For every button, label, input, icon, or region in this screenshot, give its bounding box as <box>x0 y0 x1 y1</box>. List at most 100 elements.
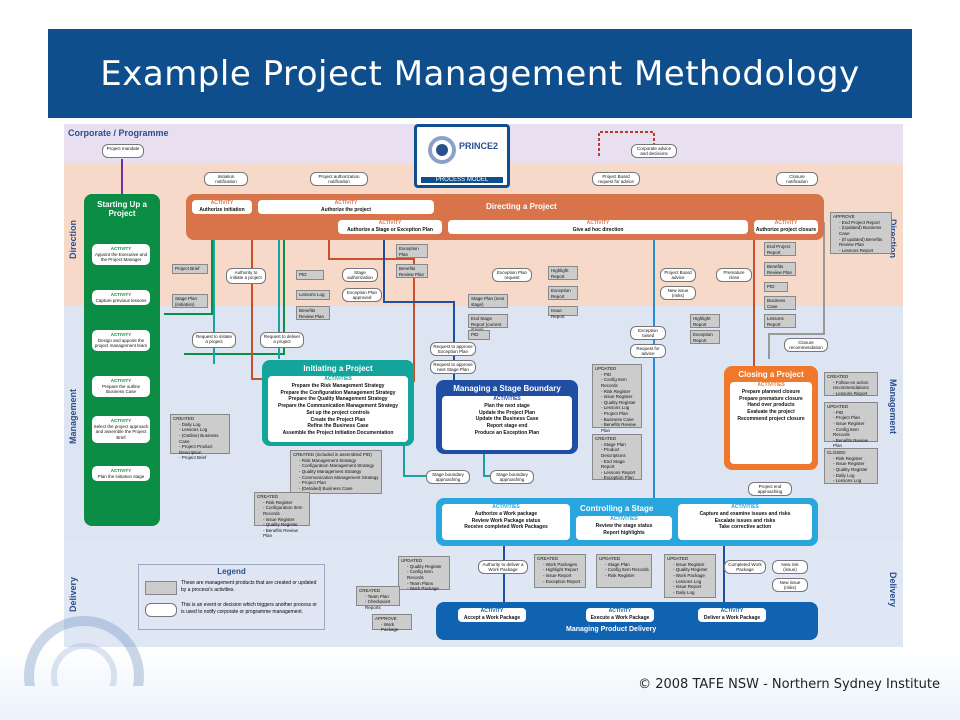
activities-heading: ACTIVITIES <box>493 396 521 402</box>
activity-heading: ACTIVITY <box>110 332 132 337</box>
product-updated-cp: UPDATEDPIDProject PlanIssue RegisterConf… <box>824 402 878 448</box>
product-approve-d: APPROVEWork Package <box>372 614 412 632</box>
sp-act-approach[interactable]: ACTIVITY Select the project approach and… <box>92 416 150 443</box>
ip-act[interactable]: Set up the project controls <box>306 409 370 416</box>
cs-act[interactable]: Take corrective action <box>718 524 772 531</box>
sb-act[interactable]: Produce an Exception Plan <box>474 429 540 436</box>
logo-name: PRINCE2 <box>459 141 499 151</box>
sb-act[interactable]: Update the Project Plan <box>478 409 536 416</box>
starting-up-title: Starting Up a Project <box>97 200 147 218</box>
ip-act[interactable]: Prepare the Configuration Management Str… <box>280 389 396 396</box>
mp-act-deliver[interactable]: ACTIVITY Deliver a Work Package <box>698 608 766 622</box>
dp-act-label: Give ad hoc direction <box>572 226 624 233</box>
sb-act[interactable]: Report stage end <box>486 423 528 429</box>
sp-act-lessons[interactable]: ACTIVITY Capture previous lessons <box>92 290 150 306</box>
cs-act[interactable]: Report highlights <box>603 529 645 536</box>
sb-act[interactable]: Plan the next stage <box>484 402 530 409</box>
cp-act[interactable]: Prepare planned closure <box>741 388 801 395</box>
cp-act[interactable]: Hand over products <box>747 402 795 409</box>
ip-act[interactable]: Prepare the Quality Management Strategy <box>288 396 388 403</box>
new-issue-2: New issue (risks) <box>772 578 808 592</box>
cs-activities-mid: ACTIVITIES Review the stage status Repor… <box>576 516 672 540</box>
dp-act-label: Authorize project closure <box>755 226 817 233</box>
cs-act[interactable]: Authorize a Work package <box>474 510 538 517</box>
corporate-advice: Corporate advice and decisions <box>631 144 677 158</box>
product-project-brief: Project Brief <box>172 264 208 274</box>
cs-act[interactable]: Review Work Package status <box>471 517 541 524</box>
ip-act[interactable]: Refine the Business Case <box>307 423 369 430</box>
cp-act[interactable]: Evaluate the project <box>747 409 795 415</box>
product-created-sp: CREATEDDaily LogLessons Log(Outline) Bus… <box>170 414 230 460</box>
activity-heading: ACTIVITY <box>110 246 132 251</box>
closing-a-project: Closing a Project ACTIVITIES Prepare pla… <box>724 366 818 470</box>
copyright: © 2008 TAFE NSW - Northern Sydney Instit… <box>638 677 940 692</box>
closing-activities: ACTIVITIES Prepare planned closure Prepa… <box>730 382 812 464</box>
sp-act-team[interactable]: ACTIVITY Design and appoint the project … <box>92 330 150 351</box>
authority-deliver-wp: Authority to deliver a Work Package <box>478 560 528 574</box>
product-created-cp: CREATEDFollow-on action recommendationsL… <box>824 372 878 396</box>
ip-act[interactable]: Create the Project Plan <box>310 416 366 423</box>
cs-act[interactable]: Capture and examine issues and risks <box>699 510 791 517</box>
activity-heading: ACTIVITY <box>110 378 132 383</box>
cp-act[interactable]: Recommend project closure <box>737 415 805 422</box>
legend-grey-swatch <box>145 581 177 595</box>
stage-boundary-approaching-1: Stage boundary approaching <box>426 470 470 484</box>
request-approve-exception: Request to approve Exception Plan <box>430 342 476 356</box>
dp-act-authorize-project[interactable]: ACTIVITY Authorize the project <box>258 200 434 214</box>
sb-act[interactable]: Update the Business Case <box>475 416 539 423</box>
request-to-initiate: Request to initiate a project <box>192 332 236 348</box>
dp-act-ad-hoc[interactable]: ACTIVITY Give ad hoc direction <box>448 220 748 234</box>
product-benefits-plan: Benefits Review Plan <box>296 306 330 320</box>
dp-act-authorize-initiation[interactable]: ACTIVITY Authorize initiation <box>192 200 252 214</box>
title-bar: Example Project Management Methodology <box>48 29 912 118</box>
activity-heading: ACTIVITY <box>334 200 358 206</box>
green-feed-1 <box>164 219 213 315</box>
orange-init <box>251 220 264 380</box>
product-created-sb: CREATEDStage PlanProduct DescriptionsEnd… <box>592 434 642 480</box>
product-updated-sb: UPDATEDPIDConfig Item RecordsRisk Regist… <box>592 364 642 433</box>
ip-act[interactable]: Assemble the Project Initiation Document… <box>282 430 394 436</box>
prince2-watermark-icon <box>24 616 144 686</box>
activity-heading: ACTIVITY <box>110 418 132 423</box>
closing-title: Closing a Project <box>738 370 804 379</box>
sp-act-plan-initiation[interactable]: ACTIVITY Plan the initiation stage <box>92 466 150 482</box>
product-updated-d3: UPDATEDIssue RegisterQuality RegisterWor… <box>664 554 716 598</box>
sp-act-appoint[interactable]: ACTIVITY Appoint the Executive and the P… <box>92 244 150 265</box>
cs-act[interactable]: Review the stage status <box>595 522 653 529</box>
product-exception-report: Exception Report <box>548 286 578 300</box>
request-to-deliver: Request to deliver a project <box>260 332 304 348</box>
cs-activities-left: ACTIVITIES Authorize a Work package Revi… <box>442 504 570 540</box>
sp-act-business-case[interactable]: ACTIVITY Prepare the outline Business Ca… <box>92 376 150 397</box>
exception-plan-request: Exception Plan request <box>492 268 532 282</box>
managing-product-delivery: ACTIVITY Accept a Work Package ACTIVITY … <box>436 602 818 640</box>
dp-act-authorize-stage[interactable]: ACTIVITY Authorize a Stage or Exception … <box>338 220 442 234</box>
directing-title: Directing a Project <box>486 202 557 211</box>
starting-up-a-project: Starting Up a Project ACTIVITY Appoint t… <box>84 194 160 526</box>
corp-advice-dotted <box>598 131 655 156</box>
ip-act[interactable]: Prepare the Communication Management Str… <box>277 403 399 409</box>
activity-heading: ACTIVITY <box>110 468 132 473</box>
initiating-a-project: Initiating a Project ACTIVITIES Prepare … <box>262 360 414 446</box>
mp-act-label: Deliver a Work Package <box>703 614 761 621</box>
green-feed-2 <box>184 219 285 355</box>
legend-title: Legend <box>217 567 246 576</box>
cp-act[interactable]: Prepare premature closure <box>739 395 803 402</box>
legend-white-text: This is an event or decision which trigg… <box>181 602 317 615</box>
new-risk: New risk (issue) <box>772 560 808 574</box>
logo-subtitle: PROCESS MODEL <box>421 177 503 183</box>
ip-act[interactable]: Prepare the Risk Management Strategy <box>291 382 385 389</box>
orange-stage <box>328 234 415 382</box>
closure-recommendation: Closure recommendation <box>784 338 828 352</box>
cs-act[interactable]: Escalate issues and risks <box>714 517 776 524</box>
mp-act-execute[interactable]: ACTIVITY Execute a Work Package <box>586 608 654 622</box>
dp-act-closure[interactable]: ACTIVITY Authorize project closure <box>754 220 818 234</box>
cs-act[interactable]: Receive completed Work Packages <box>464 524 548 531</box>
directing-a-project: Directing a Project ACTIVITY Authorize i… <box>186 194 824 240</box>
product-end-stage: End Stage Report (current stage) <box>468 314 508 332</box>
activity-heading: ACTIVITY <box>210 200 234 206</box>
product-created-ip: CREATED (included in assembled PID)Risk … <box>290 450 382 494</box>
product-pid-3: PID <box>764 282 788 292</box>
request-for-advice: Request for advice <box>630 344 666 358</box>
product-exception-plan: Exception Plan <box>396 244 428 258</box>
mp-act-accept[interactable]: ACTIVITY Accept a Work Package <box>458 608 526 622</box>
